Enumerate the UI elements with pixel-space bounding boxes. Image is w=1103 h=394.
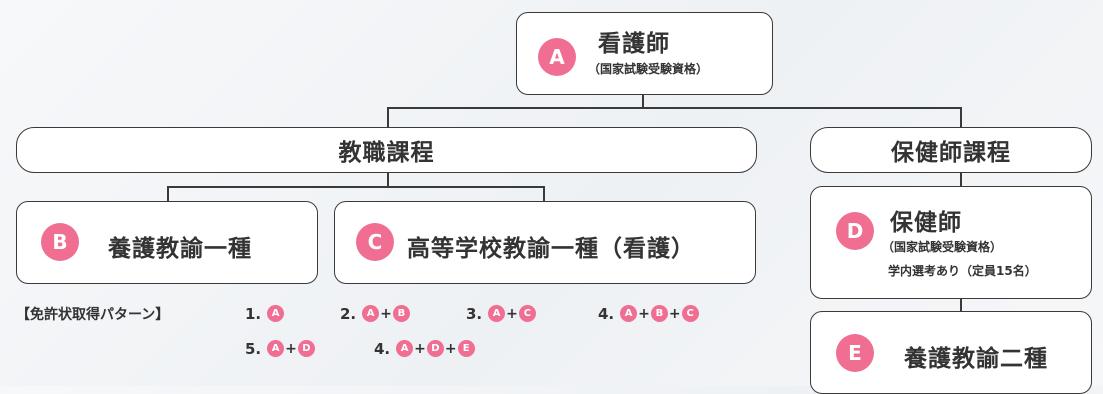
plus-sign: + xyxy=(668,305,681,322)
pattern-badge: D xyxy=(297,340,315,357)
connector-teaching-down xyxy=(387,172,389,187)
node-a-title: 看護師 xyxy=(598,31,670,57)
patterns-label: 【免許状取得パターン】 xyxy=(16,307,170,323)
connector-ph-to-d xyxy=(960,172,962,187)
connector-to-b xyxy=(167,186,169,202)
connector-to-teaching xyxy=(387,107,389,128)
pattern-4: 4.A+B+C xyxy=(598,303,699,323)
pattern-badge: A xyxy=(267,340,285,357)
course-teaching: 教職課程 xyxy=(16,127,757,173)
pattern-badge: A xyxy=(488,305,506,322)
pattern-number: 5. xyxy=(245,339,262,358)
pattern-6: 4.A+D+E xyxy=(374,338,475,358)
pattern-badge: C xyxy=(518,305,536,322)
pattern-1: 1. A xyxy=(245,303,285,323)
node-c-badge: C xyxy=(356,223,394,261)
node-c-title: 高等学校教諭一種（看護） xyxy=(407,236,695,262)
plus-sign: + xyxy=(506,305,518,322)
node-a-subtitle: （国家試験受験資格） xyxy=(588,62,709,76)
node-d-title: 保健師 xyxy=(890,210,962,236)
pattern-5: 5. A+D xyxy=(245,338,315,358)
pattern-number: 2. xyxy=(340,304,357,323)
node-c-box xyxy=(334,201,756,284)
node-e-badge: E xyxy=(836,334,874,372)
pattern-badge: B xyxy=(650,305,668,322)
plus-sign: + xyxy=(444,340,457,357)
plus-sign: + xyxy=(285,340,297,357)
node-a-badge: A xyxy=(538,38,576,76)
pattern-badge: C xyxy=(681,305,699,322)
pattern-2: 2. A+B xyxy=(340,303,410,323)
plus-sign: + xyxy=(638,305,650,322)
connector-a-down xyxy=(642,94,644,108)
pattern-number: 1. xyxy=(245,304,262,323)
node-e-title: 養護教諭二種 xyxy=(904,346,1048,372)
pattern-badge: B xyxy=(392,305,410,322)
pattern-number: 3. xyxy=(466,304,483,323)
course-public-health: 保健師課程 xyxy=(810,127,1092,173)
connector-to-c xyxy=(543,186,545,202)
connector-top-horizontal xyxy=(387,107,962,109)
pattern-badge: A xyxy=(620,305,638,322)
node-d-badge: D xyxy=(836,212,874,250)
pattern-number: 4. xyxy=(374,339,391,358)
connector-d-to-e xyxy=(960,298,962,312)
connector-mid-horizontal xyxy=(167,186,545,188)
pattern-badge: A xyxy=(267,305,285,322)
pattern-badge: A xyxy=(362,305,380,322)
pattern-number: 4. xyxy=(598,304,615,323)
connector-to-public-health xyxy=(960,107,962,128)
pattern-badge: A xyxy=(396,340,414,357)
plus-sign: + xyxy=(414,340,426,357)
pattern-badge: D xyxy=(426,340,444,357)
node-d-subtitle: （国家試験受験資格） xyxy=(882,240,1003,254)
pattern-badge: E xyxy=(457,340,475,357)
plus-sign: + xyxy=(380,305,392,322)
node-b-badge: B xyxy=(41,223,79,261)
pattern-3: 3. A+C xyxy=(466,303,536,323)
node-b-title: 養護教諭一種 xyxy=(108,236,252,262)
node-d-note: 学内選考あり（定員15名） xyxy=(888,264,1037,278)
